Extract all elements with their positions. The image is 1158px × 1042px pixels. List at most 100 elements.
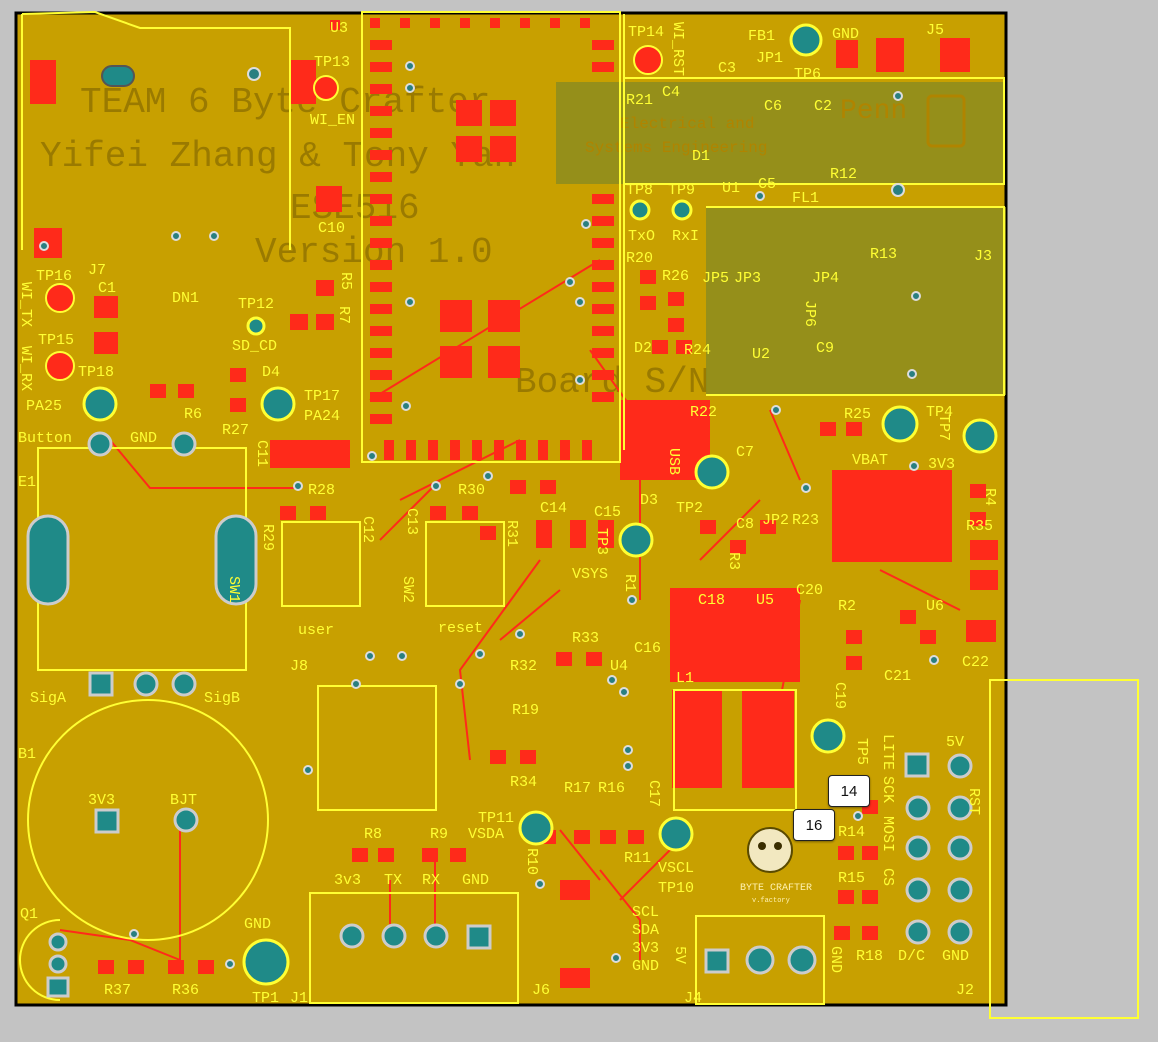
- label-r36: R36: [172, 982, 199, 999]
- label-v5: 5V: [946, 734, 964, 751]
- label-j1: J1: [290, 990, 308, 1007]
- label-cs: CS: [879, 868, 896, 886]
- label-l1: L1: [676, 670, 694, 687]
- label-r22: R22: [690, 404, 717, 421]
- label-c5: C5: [758, 176, 776, 193]
- label-c12: C12: [359, 516, 376, 543]
- label-r2: R2: [838, 598, 856, 615]
- label-tp4: TP4: [926, 404, 953, 421]
- label-r31: R31: [503, 520, 520, 547]
- label-user: user: [298, 622, 334, 639]
- label-c22: C22: [962, 654, 989, 671]
- label-d4: D4: [262, 364, 280, 381]
- label-siga: SigA: [30, 690, 66, 707]
- label-vscl: VSCL: [658, 860, 694, 877]
- label-r30: R30: [458, 482, 485, 499]
- silkscreen-labels-rotated: WI_RST WI_TX WI_RX R5 R7 JP6 TP7 C11 USB…: [17, 22, 998, 973]
- label-r1: R1: [621, 574, 638, 592]
- label-c6: C6: [764, 98, 782, 115]
- label-c16: C16: [634, 640, 661, 657]
- label-c13: C13: [403, 508, 420, 535]
- silkscreen-labels: U3 TP14 FB1 GND J5 C3 JP1 TP6 TP13 WI_EN…: [18, 20, 993, 1007]
- label-j4: J4: [684, 990, 702, 1007]
- label-dc: D/C: [898, 948, 925, 965]
- board-text-names: Yifei Zhang & Tony Yan: [40, 136, 515, 177]
- label-c11: C11: [253, 440, 270, 467]
- label-v3v3: 3V3: [928, 456, 955, 473]
- label-r19: R19: [512, 702, 539, 719]
- board-ghost-text: TEAM 6 Byte Crafter Yifei Zhang & Tony Y…: [40, 82, 709, 403]
- label-tp10: TP10: [658, 880, 694, 897]
- label-jp6: JP6: [801, 300, 818, 327]
- label-c7: C7: [736, 444, 754, 461]
- label-r25: R25: [844, 406, 871, 423]
- label-vbat: VBAT: [852, 452, 888, 469]
- label-r7: R7: [335, 306, 352, 324]
- label-r16: R16: [598, 780, 625, 797]
- label-j2: J2: [956, 982, 974, 999]
- label-vsda: VSDA: [468, 826, 504, 843]
- label-fl1: FL1: [792, 190, 819, 207]
- label-c17: C17: [645, 780, 662, 807]
- label-c21: C21: [884, 668, 911, 685]
- label-r4: R4: [981, 488, 998, 506]
- label-r10: R10: [523, 848, 540, 875]
- label-rx: RX: [422, 872, 440, 889]
- label-bjt: BJT: [170, 792, 197, 809]
- label-gnd-top: GND: [832, 26, 859, 43]
- label-r6: R6: [184, 406, 202, 423]
- label-r26: R26: [662, 268, 689, 285]
- label-txo: TxO: [628, 228, 655, 245]
- label-tp6: TP6: [794, 66, 821, 83]
- callout-16[interactable]: 16: [793, 809, 835, 841]
- label-tp13: TP13: [314, 54, 350, 71]
- label-r11: R11: [624, 850, 651, 867]
- label-mosi: MOSI: [879, 816, 896, 852]
- label-tp1: TP1: [252, 990, 279, 1007]
- label-wi-en: WI_EN: [310, 112, 355, 129]
- label-c8: C8: [736, 516, 754, 533]
- e1-battery-holder: [26, 65, 258, 606]
- label-r32: R32: [510, 658, 537, 675]
- label-c19: C19: [831, 682, 848, 709]
- label-tp16: TP16: [36, 268, 72, 285]
- label-r13: R13: [870, 246, 897, 263]
- label-jp4: JP4: [812, 270, 839, 287]
- u3-pads: [330, 18, 614, 460]
- through-hole-pads: [45, 23, 998, 998]
- penn-shield-icon: [926, 94, 966, 148]
- label-sck: SCK: [879, 776, 896, 803]
- label-u6: U6: [926, 598, 944, 615]
- label-u2: U2: [752, 346, 770, 363]
- callout-14[interactable]: 14: [828, 775, 870, 807]
- label-r37: R37: [104, 982, 131, 999]
- label-r12: R12: [830, 166, 857, 183]
- penn-logo-text: Electrical and Systems Engineering Penn: [585, 96, 907, 157]
- label-penn-line1: Electrical and: [620, 115, 754, 133]
- label-reset: reset: [438, 620, 483, 637]
- label-tp8: TP8: [626, 182, 653, 199]
- label-jp1: JP1: [756, 50, 783, 67]
- label-r18: R18: [856, 948, 883, 965]
- label-penn-name: Penn: [840, 96, 907, 127]
- label-pa24: PA24: [304, 408, 340, 425]
- label-c10: C10: [318, 220, 345, 237]
- label-sub: v.factory: [752, 897, 790, 905]
- board-text-course: ESE516: [290, 188, 420, 229]
- label-tp9: TP9: [668, 182, 695, 199]
- label-r5: R5: [337, 272, 354, 290]
- label-gnd-j1: GND: [462, 872, 489, 889]
- label-r35: R35: [966, 518, 993, 535]
- label-r27: R27: [222, 422, 249, 439]
- label-c2: C2: [814, 98, 832, 115]
- label-rst: RST: [965, 788, 982, 815]
- label-r21: R21: [626, 92, 653, 109]
- label-r9: R9: [430, 826, 448, 843]
- label-sw1: SW1: [225, 576, 242, 603]
- label-tp3: TP3: [593, 528, 610, 555]
- label-c18: C18: [698, 592, 725, 609]
- label-j6: J6: [532, 982, 550, 999]
- label-wi-rst: WI_RST: [669, 22, 686, 76]
- label-c14: C14: [540, 500, 567, 517]
- label-tp14: TP14: [628, 24, 664, 41]
